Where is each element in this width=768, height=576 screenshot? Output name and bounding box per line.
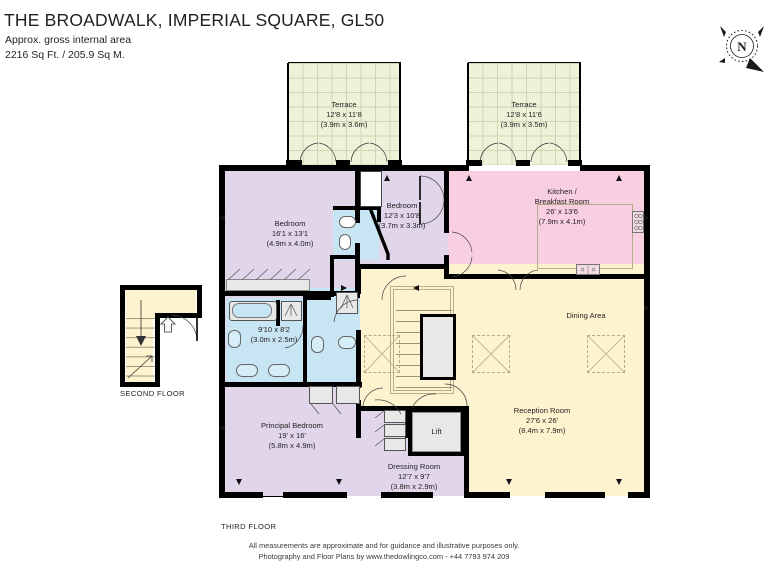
wall-top-left	[219, 165, 361, 171]
wardrobe-1	[309, 386, 333, 404]
reception-furniture-zone	[472, 335, 510, 373]
door-swing-kitchen	[451, 231, 473, 253]
second-floor-treads	[126, 318, 155, 382]
wall-reception-left	[356, 264, 361, 294]
wall-bottom-e	[545, 492, 605, 498]
bedroom-left-wardrobe	[226, 279, 310, 291]
terrace-left-imperial: 12'8 x 11'8	[326, 110, 362, 119]
stair-direction-arrow	[136, 300, 146, 346]
terrace-right-imperial: 12'8 x 11'6	[506, 110, 542, 119]
door-swing-lift-lobby	[444, 383, 468, 407]
door-swing-bath	[284, 325, 304, 349]
wall-left	[219, 165, 225, 498]
second-floor-wall-top	[120, 285, 202, 290]
wall-top-seg2	[349, 165, 403, 171]
second-floor-door-swing	[170, 314, 198, 342]
page-title: THE BROADWALK, IMPERIAL SQUARE, GL50	[4, 10, 385, 30]
second-floor-wall-left	[120, 285, 125, 387]
terrace-right-name: Terrace	[511, 100, 537, 109]
wall-bottom-f	[628, 492, 650, 498]
wall-bottom-b	[283, 492, 347, 498]
door-swing-kitchen-double	[497, 269, 539, 291]
terrace-left-metric: (3.9m x 3.6m)	[320, 120, 368, 129]
wall-bedroom-divider	[355, 165, 360, 223]
bedroom-mid-closet	[360, 171, 382, 207]
bathroom-metric: (3.0m x 2.5m)	[250, 335, 298, 344]
door-swing-ensuite	[419, 199, 445, 225]
kitchen-name2: Breakfast Room	[534, 197, 590, 206]
wall-bottom-c	[381, 492, 433, 498]
door-swing-hall	[362, 387, 384, 407]
reception-metric: (8.4m x 7.9m)	[518, 426, 566, 435]
kitchen-fill	[448, 171, 648, 274]
bedroom-left-metric: (4.9m x 4.0m)	[266, 239, 314, 248]
wc-bed-ensuite	[339, 234, 351, 250]
door-swing-reception-lower	[411, 393, 437, 409]
second-floor-label: SECOND FLOOR	[120, 389, 185, 398]
dressing-room-metric: (3.8m x 2.9m)	[390, 482, 438, 491]
door-swing-dressing	[374, 399, 402, 415]
second-floor-wall-bottom	[120, 382, 160, 387]
kitchen-metric: (7.9m x 4.1m)	[538, 217, 586, 226]
wall-bottom-a	[219, 492, 263, 498]
wall-corridor-top	[222, 291, 360, 296]
lift-name: Lift	[431, 427, 442, 436]
door-swing-ensuite2	[333, 299, 359, 323]
hall-furniture-zone	[364, 335, 400, 373]
closet-3	[384, 438, 406, 451]
dressing-room-imperial: 12'7 x 9'7	[397, 472, 431, 481]
principal-bedroom-name: Principal Bedroom	[260, 421, 324, 430]
wall-bottom-d	[464, 492, 510, 498]
wall-right	[644, 165, 650, 498]
wall-top-right	[401, 165, 469, 171]
wall-lift	[408, 408, 464, 412]
bedroom-left-imperial: 16'1 x 13'1	[271, 229, 309, 238]
up-arrow-icon	[160, 316, 176, 333]
principal-bedroom-imperial: 19' x 16'	[278, 431, 306, 440]
basin-left	[236, 364, 258, 377]
reception-imperial: 27'6 x 26'	[525, 416, 559, 425]
bedroom-mid-metric: (3.7m x 3.3m)	[378, 221, 426, 230]
dining-table-zone	[587, 335, 625, 373]
door-swing-kitchen2	[451, 256, 473, 278]
footer-line-1: All measurements are approximate and for…	[248, 541, 520, 550]
basin-bed-ensuite	[339, 216, 356, 228]
door-swing-bedroom-mid	[419, 175, 445, 201]
basin-ensuite	[338, 336, 356, 349]
reception-name: Reception Room	[513, 406, 571, 415]
kitchen-imperial: 26' x 13'6	[545, 207, 579, 216]
bedroom-mid-imperial: 12'3 x 10'8	[383, 211, 421, 220]
wall-kitchen-bottom	[448, 274, 650, 279]
dimension-ticks	[219, 175, 650, 485]
terrace-right-metric: (3.9m x 3.5m)	[500, 120, 548, 129]
wall-kitchen-left	[444, 165, 449, 233]
area-label: Approx. gross internal area	[5, 34, 132, 46]
wc-bath	[228, 330, 241, 348]
svg-text:N: N	[737, 39, 747, 54]
wc-ensuite	[311, 336, 324, 353]
door-swing-bedroom-left	[381, 275, 407, 301]
lift-car	[412, 412, 461, 452]
third-floor-label: THIRD FLOOR	[221, 522, 277, 531]
principal-bedroom-metric: (5.8m x 4.9m)	[268, 441, 316, 450]
area-value: 2216 Sq Ft. / 205.9 Sq M.	[5, 49, 125, 61]
wardrobe-2	[336, 386, 360, 404]
footer-line-2: Photography and Floor Plans by www.thedo…	[258, 552, 510, 561]
closet-2	[384, 424, 406, 437]
basin-right	[268, 364, 290, 377]
second-floor-wall-right	[197, 285, 202, 317]
wall-dressing-right	[464, 406, 469, 496]
bedroom-mid-name: Bedroom	[386, 201, 418, 210]
wall-top-far	[580, 165, 650, 171]
stair-landing-block	[420, 314, 456, 380]
dining-area-name: Dining Area	[566, 311, 606, 320]
terrace-left-name: Terrace	[331, 100, 357, 109]
kitchen-name: Kitchen /	[547, 187, 577, 196]
bathroom-imperial: 9'10 x 8'2	[257, 325, 291, 334]
north-compass-icon: N	[716, 20, 768, 82]
dressing-room-name: Dressing Room	[387, 462, 441, 471]
bedroom-left-name: Bedroom	[274, 219, 306, 228]
